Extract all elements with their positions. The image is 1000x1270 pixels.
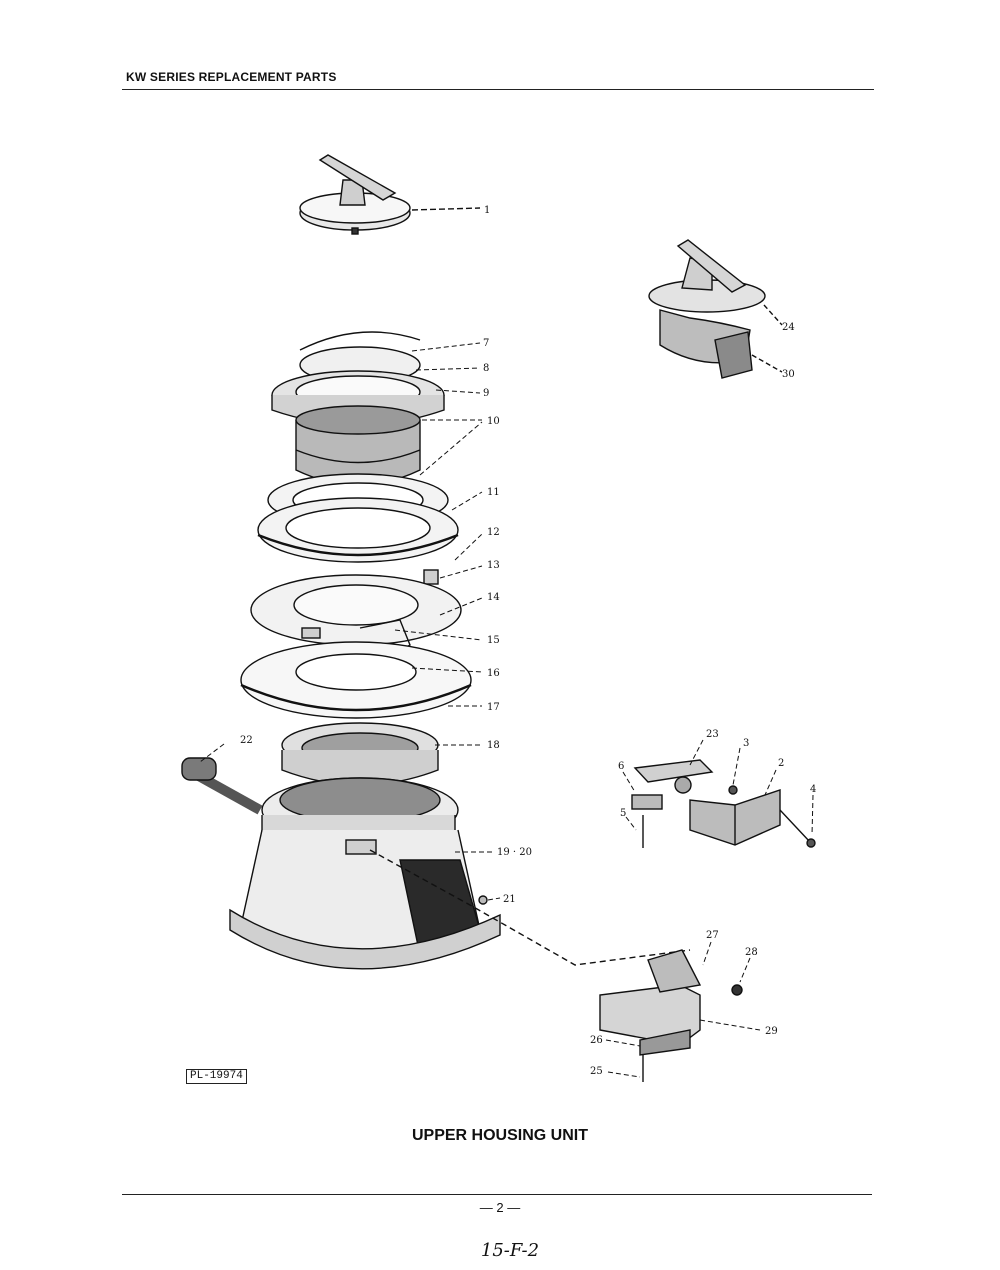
callout-7: 7 [483,338,489,349]
header-title: KW SERIES REPLACEMENT PARTS [126,70,337,84]
callout-11: 11 [487,487,500,498]
callout-8: 8 [483,363,489,374]
callout-13: 13 [487,560,500,571]
footer-rule [122,1194,872,1195]
callout-17: 17 [487,702,500,713]
callout-16: 16 [487,668,500,679]
part-housing-19-20 [229,777,691,970]
figure-title: UPPER HOUSING UNIT [411,1127,588,1144]
part-bracket-group [631,759,816,848]
part-switch-group [599,949,743,1082]
part-ring-18 [281,722,439,786]
callout-19-20: 19 · 20 [497,847,532,858]
page-number: — 2 — [479,1200,521,1215]
callout-14: 14 [487,592,500,603]
part-stack-upper [271,331,445,486]
callout-22: 22 [240,735,253,746]
part-rings-11-12 [257,473,459,585]
callout-6: 6 [618,761,624,772]
callout-26: 26 [590,1035,603,1046]
callout-2: 2 [778,758,784,769]
part-cap-1 [299,154,481,235]
callout-30: 30 [782,369,795,380]
callout-3: 3 [743,738,749,749]
callout-1: 1 [484,205,490,216]
handwritten-note: 15-F-2 [480,1240,540,1261]
callout-21: 21 [503,894,516,905]
callout-10: 10 [487,416,500,427]
callout-24: 24 [782,322,795,333]
part-hose-22 [181,757,263,815]
callout-25: 25 [590,1066,603,1077]
callout-12: 12 [487,527,500,538]
part-gasket-17 [240,641,472,719]
drawing-id: PL-19974 [186,1069,247,1084]
callout-18: 18 [487,740,500,751]
callout-29: 29 [765,1026,778,1037]
callout-28: 28 [745,947,758,958]
callout-27: 27 [706,930,719,941]
callout-9: 9 [483,388,489,399]
callout-15: 15 [487,635,500,646]
callout-23: 23 [706,729,719,740]
callout-4: 4 [810,784,816,795]
part-cap-assembly-24 [648,239,783,379]
header-rule [122,89,874,90]
callout-5: 5 [620,808,626,819]
